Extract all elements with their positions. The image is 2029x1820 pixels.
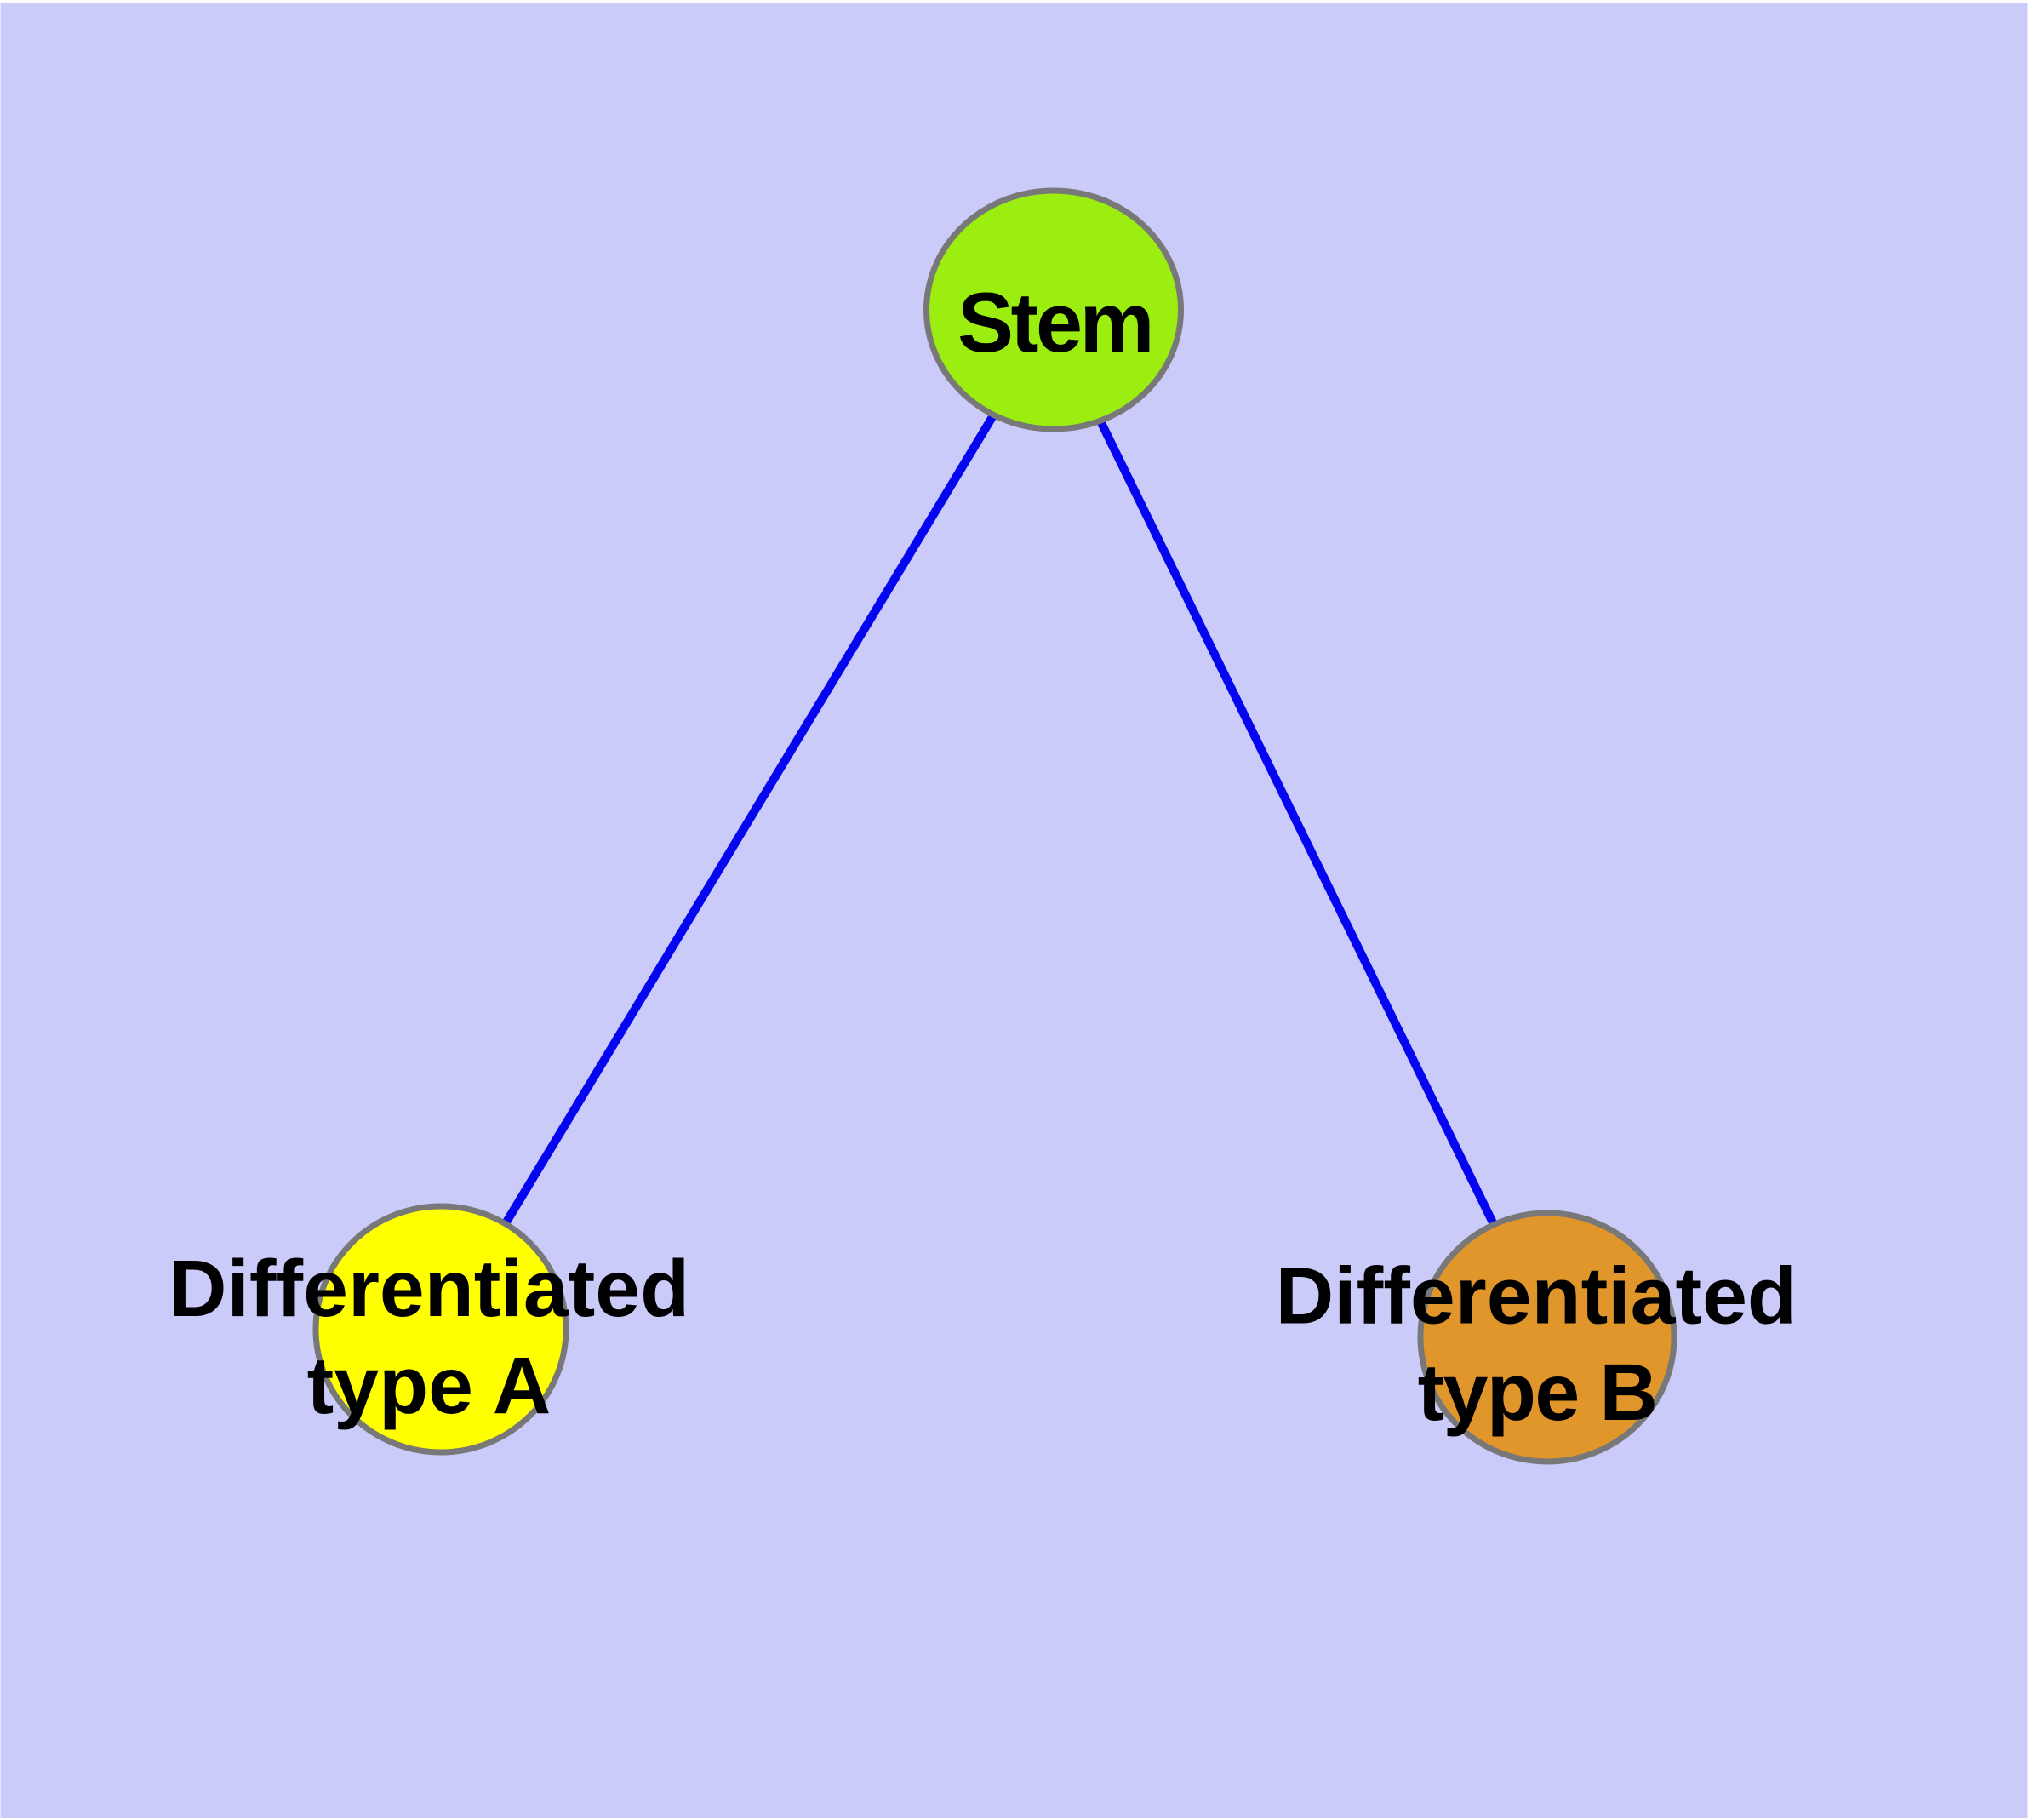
svg-text:Stem: Stem [957, 275, 1152, 369]
svg-text:Differentiated: Differentiated [1276, 1251, 1797, 1342]
svg-text:type B: type B [1418, 1348, 1657, 1438]
svg-text:type A: type A [307, 1341, 552, 1431]
svg-text:Differentiated: Differentiated [169, 1244, 689, 1334]
